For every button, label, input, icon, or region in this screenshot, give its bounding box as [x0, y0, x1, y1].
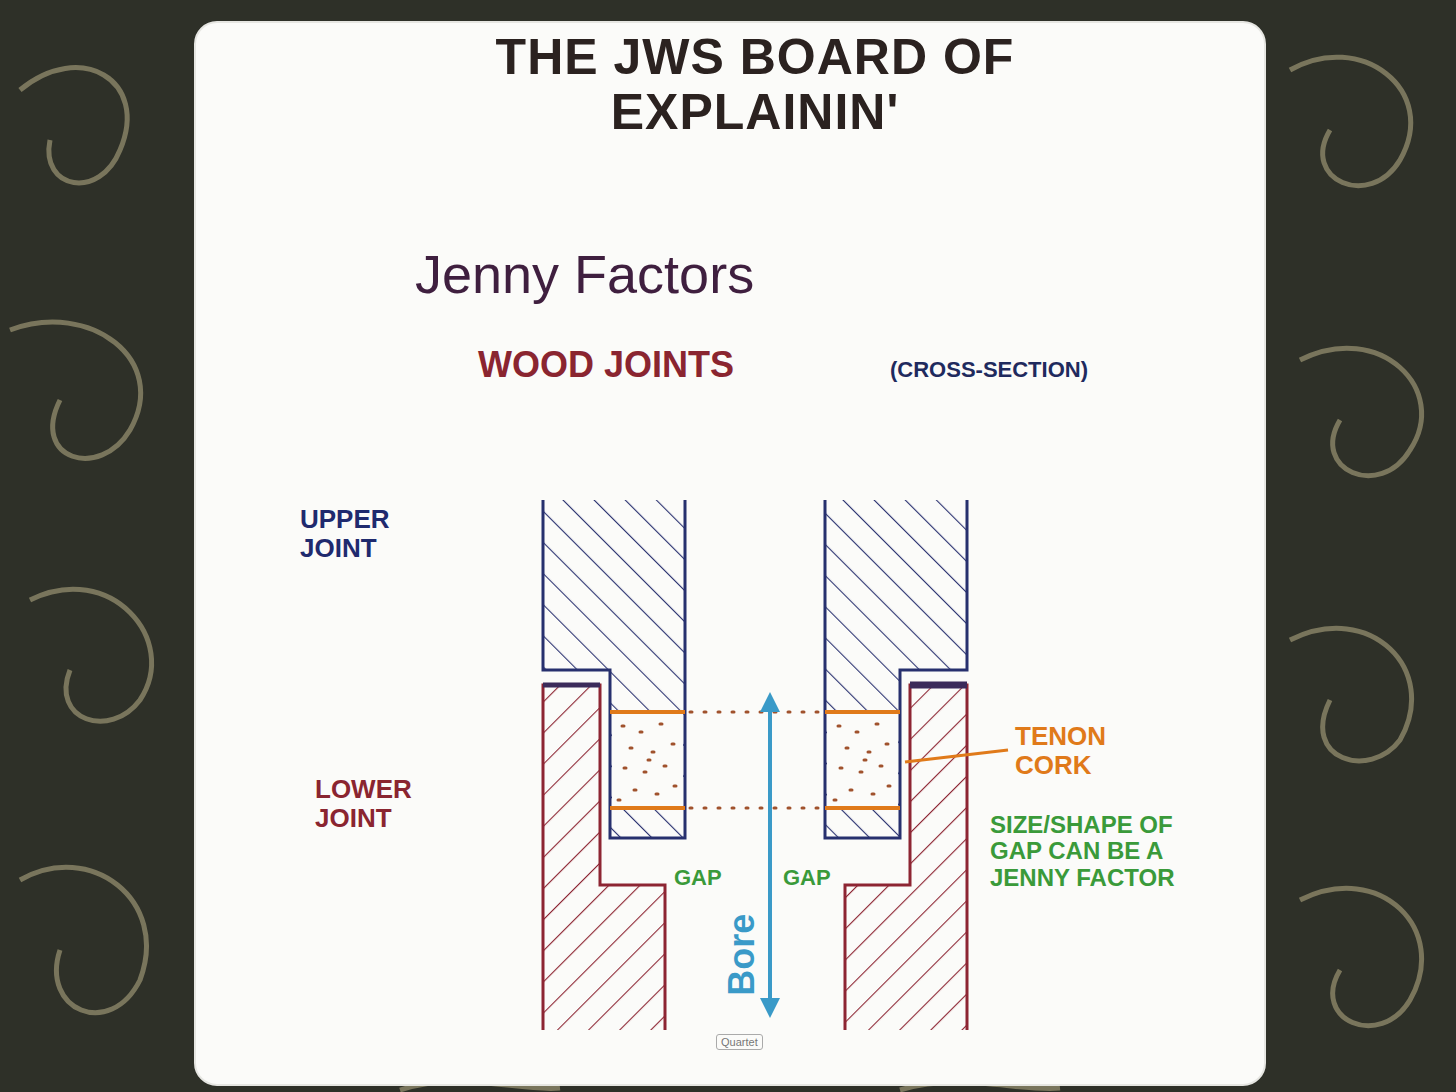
leader-line	[905, 750, 1008, 762]
note: SIZE/SHAPE OF GAP CAN BE A JENNY FACTOR	[990, 812, 1185, 891]
subheading-note: (CROSS-SECTION)	[890, 358, 1088, 382]
part-name: LOWER JOINT	[315, 775, 430, 832]
lower-joint-hatch	[845, 685, 967, 1030]
board-title: THE JWS BOARD OF EXPLAININ'	[440, 30, 1070, 140]
part-name: UPPER JOINT	[300, 505, 410, 562]
joint-cap	[910, 682, 967, 689]
gap-label: GAP	[674, 866, 722, 890]
gap-label: GAP	[783, 866, 831, 890]
part-name: TENON CORK	[1015, 722, 1125, 779]
lower-joint-hatch	[543, 685, 665, 1030]
whiteboard	[195, 22, 1265, 1085]
lower-joint-outline	[543, 685, 665, 1030]
cork-guide	[690, 807, 820, 810]
cork-guide	[690, 711, 820, 714]
cork-edge	[825, 710, 900, 714]
cork-edge	[610, 710, 685, 714]
lower-joint-outline	[845, 685, 967, 1030]
cork-stipple	[618, 724, 890, 800]
heading: Jenny Factors	[415, 245, 754, 304]
brand-watermark: Quartet	[716, 1034, 763, 1050]
subheading: WOOD JOINTS	[478, 345, 734, 385]
cork-edge	[825, 806, 900, 810]
bore-arrow	[768, 702, 772, 1008]
bore-label: Bore	[722, 914, 762, 996]
joint-cap	[543, 683, 600, 688]
cork-edge	[610, 806, 685, 810]
